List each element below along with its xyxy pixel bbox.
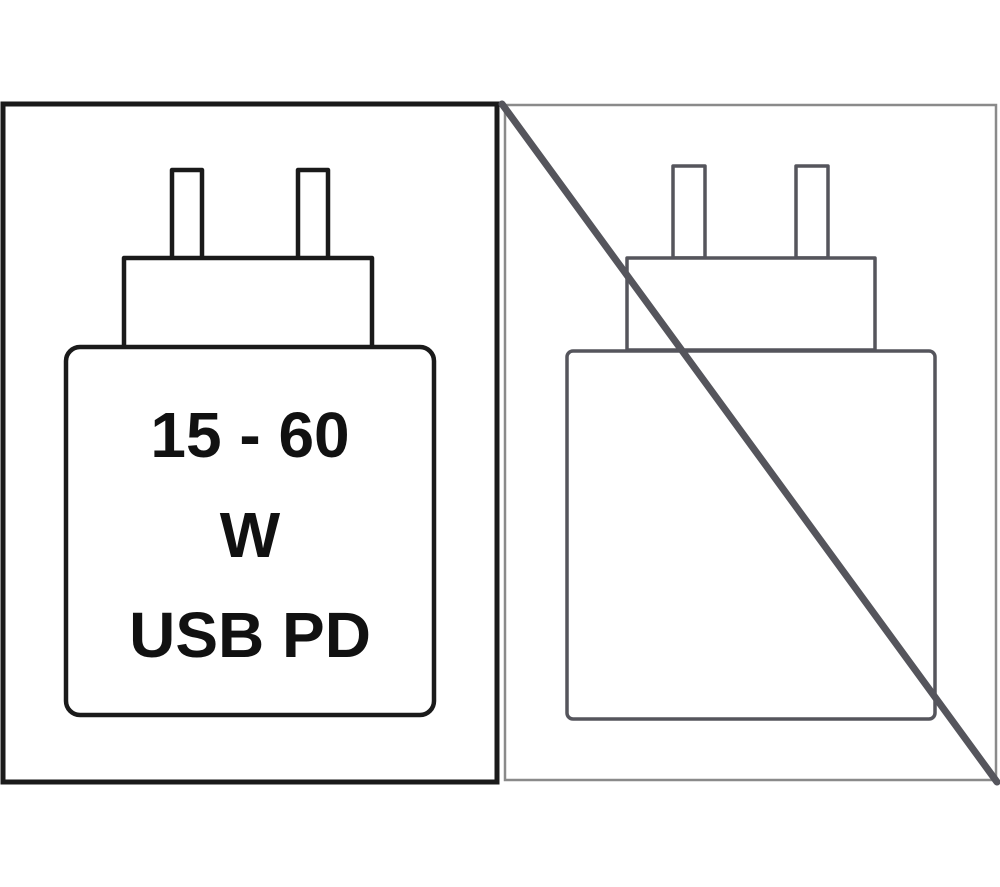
charger-plug-icon xyxy=(63,167,437,718)
plug-neck xyxy=(625,256,877,352)
charger-body xyxy=(63,344,437,718)
plug-pin-right xyxy=(794,164,830,260)
plug-pin-right xyxy=(295,167,331,263)
charger-body xyxy=(565,349,937,721)
plug-pin-left xyxy=(671,164,707,260)
strike-through-icon xyxy=(498,100,1000,786)
charger-label-standard: USB PD xyxy=(129,599,371,671)
right-panel xyxy=(498,100,1000,786)
charger-label-unit: W xyxy=(220,499,281,571)
plug-pin-left xyxy=(169,167,205,263)
plug-neck xyxy=(121,255,375,351)
charger-plug-icon xyxy=(565,164,937,721)
left-panel: 15 - 60 W USB PD xyxy=(0,101,500,785)
charger-label-power-range: 15 - 60 xyxy=(150,399,349,471)
charger-label: 15 - 60 W USB PD xyxy=(129,399,371,671)
